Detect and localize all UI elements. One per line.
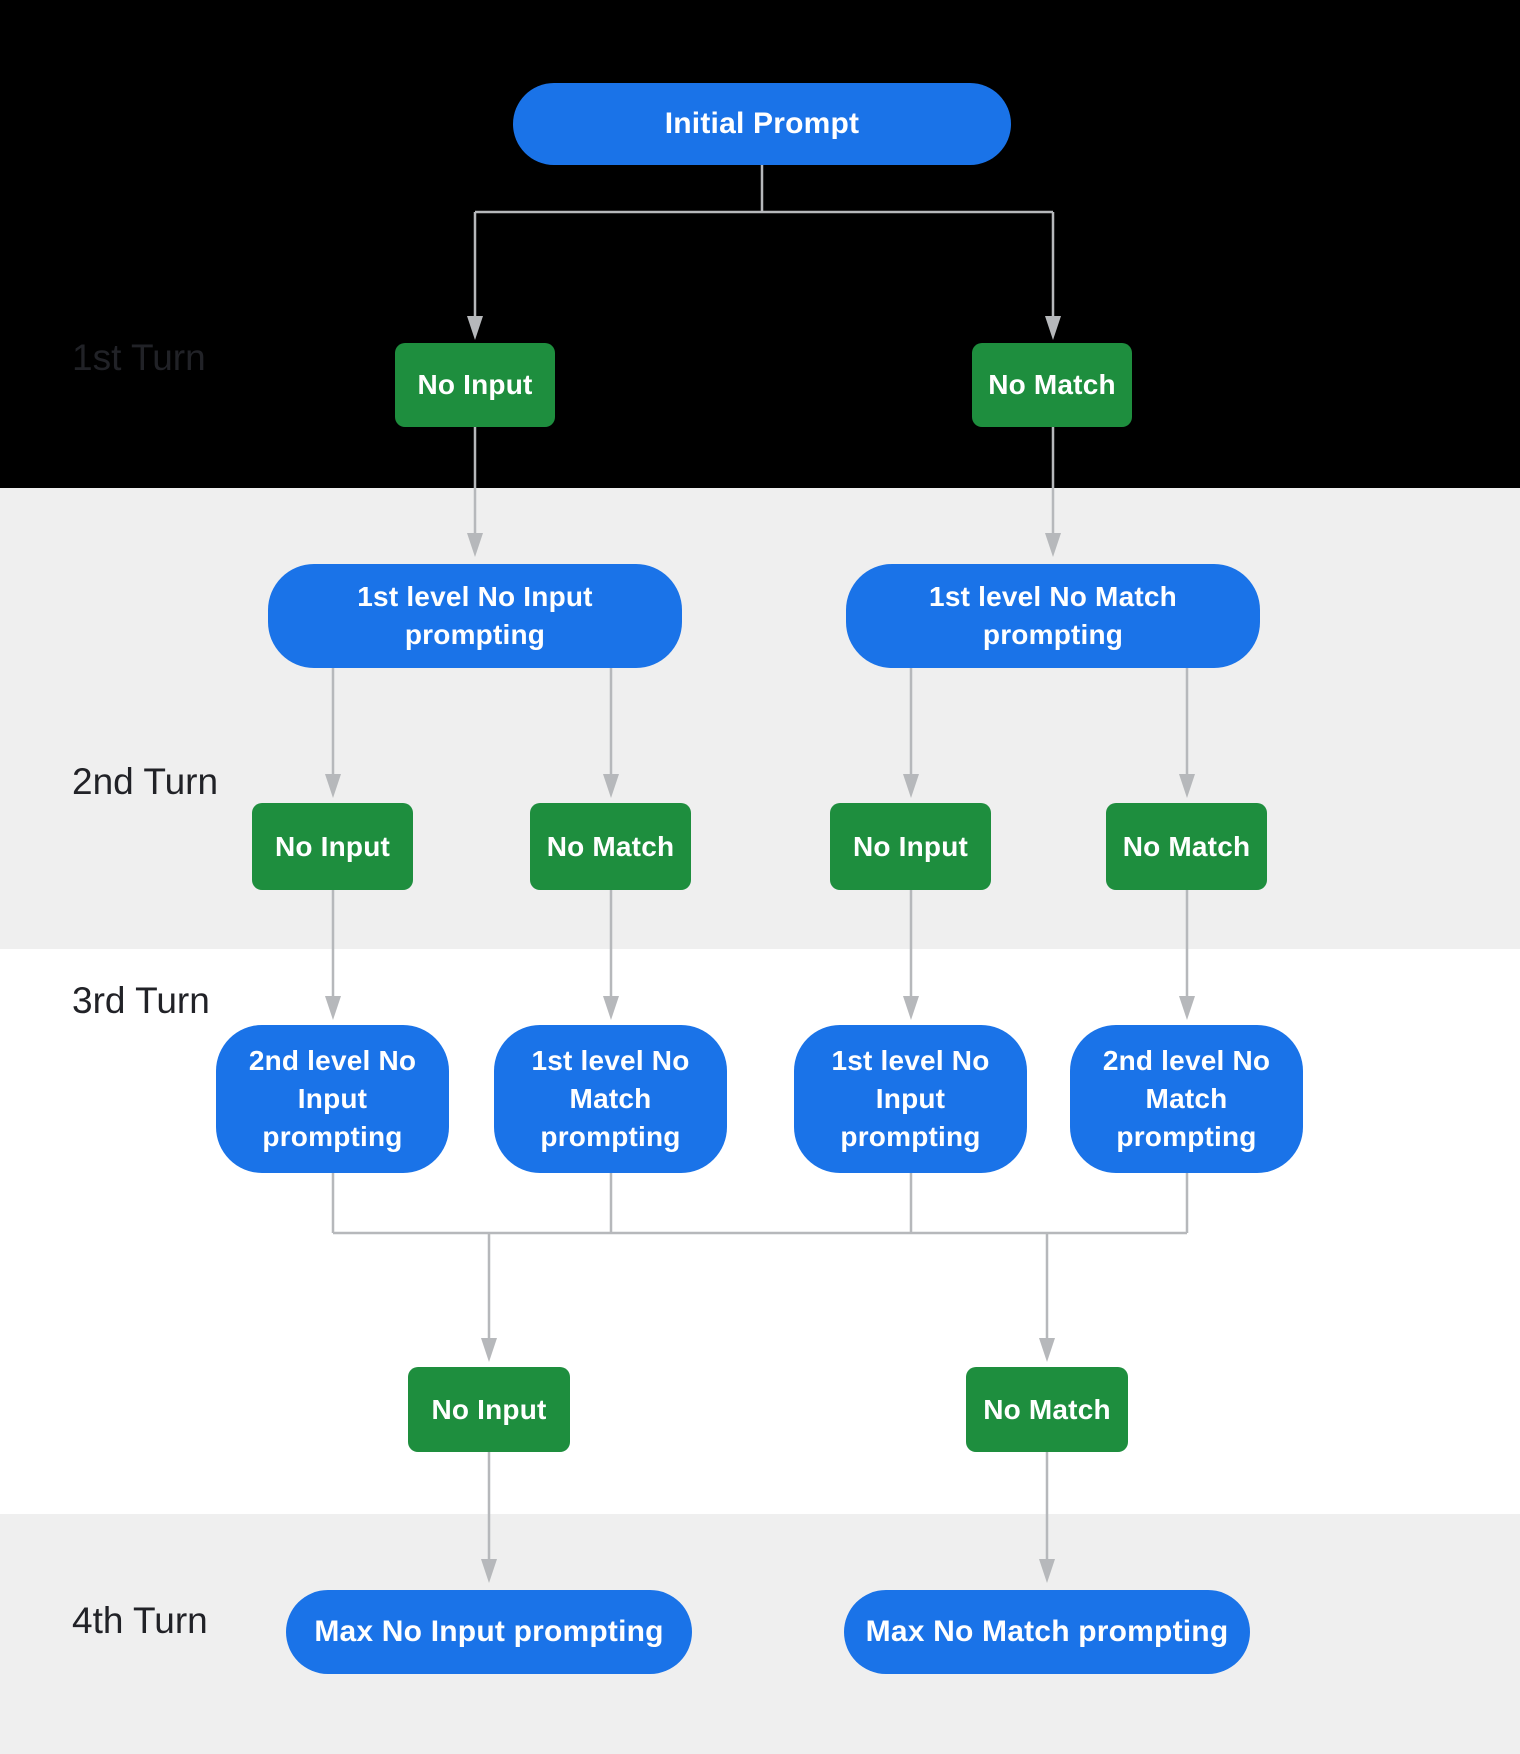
turn-label-3: 3rd Turn — [72, 980, 210, 1021]
node-level2-no-match-prompting-label: 2nd level No Match prompting — [1102, 1045, 1271, 1152]
node-turn2-no-match-right-label: No Match — [1122, 830, 1251, 862]
turn-label-4: 4th Turn — [72, 1600, 208, 1641]
node-turn1-no-match: No Match — [972, 343, 1132, 427]
band-turn-4 — [0, 1514, 1520, 1754]
node-level1-no-input-prompting-b-label: 1st level No Input prompting — [831, 1045, 990, 1152]
node-turn1-no-input-label: No Input — [417, 369, 533, 400]
node-initial-prompt-label: Initial Prompt — [664, 107, 860, 140]
node-initial-prompt: Initial Prompt — [513, 83, 1011, 165]
node-level1-no-match-prompting-label: 1st level No Match prompting — [929, 581, 1177, 650]
turn-label-2: 2nd Turn — [72, 761, 219, 802]
node-level1-no-match-prompting-b-label: 1st level No Match prompting — [531, 1045, 690, 1152]
node-max-no-match-prompting-label: Max No Match prompting — [865, 1615, 1229, 1648]
node-turn1-no-input: No Input — [395, 343, 555, 427]
turn-label-1: 1st Turn — [72, 337, 206, 378]
node-level1-no-match-prompting: 1st level No Match prompting — [846, 564, 1260, 668]
node-turn3-no-input-label: No Input — [431, 1393, 547, 1425]
node-turn3-no-input: No Input — [408, 1367, 570, 1452]
node-level2-no-input-prompting: 2nd level No Input prompting — [216, 1025, 449, 1173]
node-turn1-no-match-label: No Match — [988, 369, 1116, 400]
node-max-no-input-prompting-label: Max No Input prompting — [314, 1615, 664, 1648]
node-level2-no-match-prompting: 2nd level No Match prompting — [1070, 1025, 1303, 1173]
node-level1-no-input-prompting-b: 1st level No Input prompting — [794, 1025, 1027, 1173]
node-turn2-no-input-right: No Input — [830, 803, 991, 890]
node-turn3-no-match-label: No Match — [983, 1393, 1111, 1425]
node-turn2-no-input-left: No Input — [252, 803, 413, 890]
node-level1-no-match-prompting-b: 1st level No Match prompting — [494, 1025, 727, 1173]
node-max-no-match-prompting: Max No Match prompting — [844, 1590, 1250, 1674]
node-turn2-no-match-right: No Match — [1106, 803, 1267, 890]
node-turn3-no-match: No Match — [966, 1367, 1128, 1452]
node-turn2-no-match-left-label: No Match — [546, 830, 675, 862]
node-max-no-input-prompting: Max No Input prompting — [286, 1590, 692, 1674]
node-level1-no-input-prompting: 1st level No Input prompting — [268, 564, 682, 668]
node-turn2-no-input-right-label: No Input — [852, 830, 969, 862]
node-level2-no-input-prompting-label: 2nd level No Input prompting — [248, 1045, 417, 1152]
node-turn2-no-match-left: No Match — [530, 803, 691, 890]
node-turn2-no-input-left-label: No Input — [274, 830, 391, 862]
band-turn-1 — [0, 0, 1520, 488]
node-level1-no-input-prompting-label: 1st level No Input prompting — [357, 581, 593, 650]
